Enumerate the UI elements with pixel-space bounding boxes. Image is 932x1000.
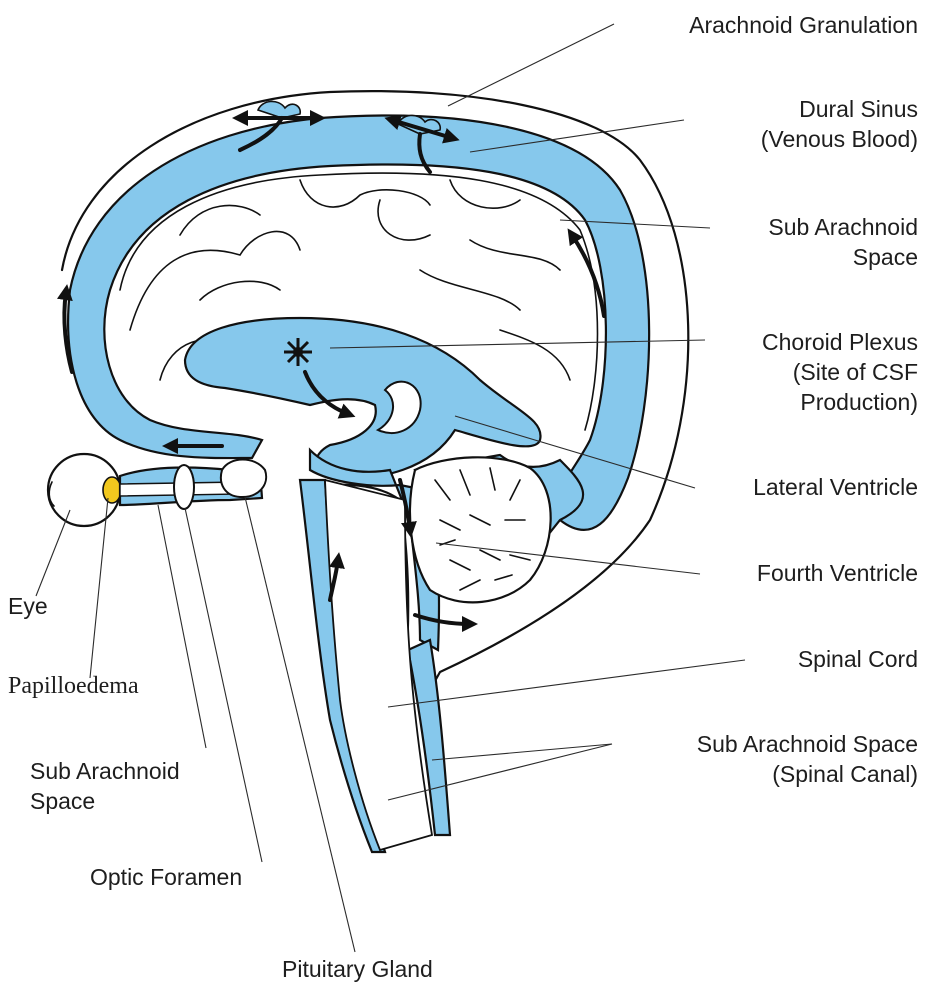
lateral-ventricle (183, 316, 542, 480)
gyri (129, 179, 571, 381)
subarachnoid-space-band (67, 114, 651, 532)
cerebellum-folia (434, 467, 531, 591)
label-spinal-sub-arachnoid-space: Sub Arachnoid Space (Spinal Canal) (696, 731, 918, 787)
flow-arrow-spinal-down (328, 552, 345, 602)
label-lateral-ventricle: Lateral Ventricle (753, 474, 918, 500)
label-choroid-plexus: Choroid Plexus (Site of CSF Production) (762, 329, 918, 415)
label-eye: Eye (8, 593, 48, 619)
label-optic-foramen: Optic Foramen (90, 864, 243, 890)
flow-arrow-ventricle (303, 370, 356, 419)
label-papilloedema: Papilloedema (8, 673, 139, 699)
cerebrum-outline (119, 172, 599, 431)
choroid-plexus-star (284, 338, 312, 366)
label-sub-arachnoid-space: Sub Arachnoid Space (768, 214, 918, 270)
leader-lines (35, 23, 746, 953)
label-fourth-ventricle: Fourth Ventricle (756, 560, 918, 586)
label-spinal-cord: Spinal Cord (797, 646, 918, 672)
flow-arrow-brainstem (398, 478, 417, 538)
arachnoid-granulation-right (384, 114, 460, 174)
label-optic-sub-arachnoid-space: Sub Arachnoid Space (30, 758, 180, 814)
eye-lens (48, 481, 55, 507)
dura-outline (60, 89, 690, 692)
spinal-subarachnoid-posterior (406, 638, 452, 837)
flow-arrow-right-band (567, 228, 606, 318)
flow-arrow-cerebellum (413, 613, 478, 632)
label-pituitary-gland: Pituitary Gland (282, 956, 433, 982)
arachnoid-granulation-left (232, 100, 326, 152)
pituitary-gland (220, 458, 268, 499)
flow-arrow-left-band (56, 284, 74, 374)
papilloedema-spot (102, 476, 122, 504)
optic-foramen-ring (173, 464, 195, 510)
thalamus (375, 380, 422, 435)
label-arachnoid-granulation: Arachnoid Granulation (689, 12, 918, 38)
label-dural-sinus: Dural Sinus (Venous Blood) (760, 96, 918, 152)
